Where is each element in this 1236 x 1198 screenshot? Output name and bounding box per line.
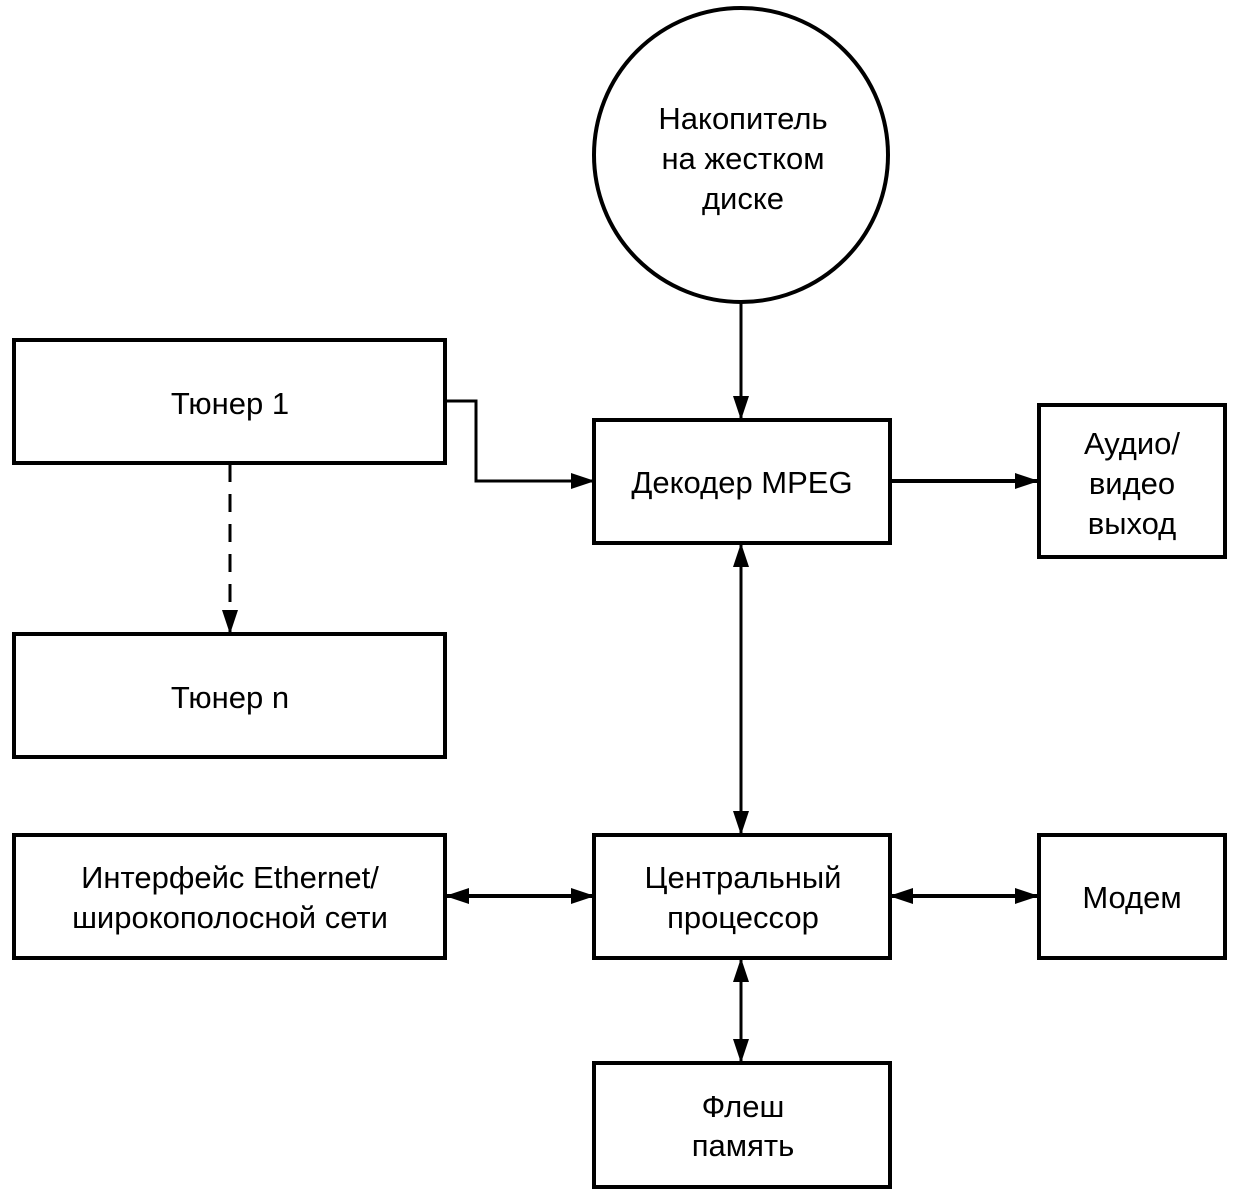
node-cpu-line-1: Центральный (645, 860, 842, 895)
node-tuner1: Тюнер 1 (12, 338, 447, 465)
node-cpu-line-2: процессор (667, 900, 819, 935)
tuner1-box (12, 338, 447, 465)
node-modem-label: Модем (1082, 880, 1181, 915)
node-av-out-line-2: видео (1089, 466, 1175, 501)
node-tunern-label: Тюнер n (171, 680, 289, 715)
node-flash: Флеш память (592, 1061, 892, 1189)
node-hdd: Накопитель на жестком диске (592, 6, 890, 304)
node-ethernet-line-2: широкополосной сети (72, 900, 388, 935)
edge-tuner1-to-decoder (445, 399, 595, 489)
node-tuner1-label: Тюнер 1 (171, 386, 289, 421)
node-hdd-line-3: диске (702, 181, 784, 216)
node-hdd-line-2: на жестком (661, 141, 824, 176)
node-ethernet: Интерфейс Ethernet/ широкополосной сети (12, 833, 447, 960)
flash-box (592, 1061, 892, 1189)
node-cpu: Центральный процессор (592, 833, 892, 960)
node-flash-line-1: Флеш (702, 1089, 785, 1124)
node-av-out: Аудио/ видео выход (1037, 403, 1227, 559)
modem-box (1037, 833, 1227, 960)
cpu-box (592, 833, 892, 960)
node-tunern: Тюнер n (12, 632, 447, 759)
tunern-box (12, 632, 447, 759)
node-hdd-line-1: Накопитель (658, 101, 827, 136)
node-modem: Модем (1037, 833, 1227, 960)
node-decoder: Декодер MPEG (592, 418, 892, 545)
node-flash-line-2: память (692, 1128, 794, 1163)
node-av-out-line-1: Аудио/ (1084, 426, 1180, 461)
edges (222, 302, 1039, 1063)
node-decoder-label: Декодер MPEG (631, 465, 852, 500)
decoder-box (592, 418, 892, 545)
av-out-box (1037, 403, 1227, 559)
ethernet-box (12, 833, 447, 960)
node-ethernet-line-1: Интерфейс Ethernet/ (81, 860, 379, 895)
hdd-circle-shape (592, 6, 890, 304)
node-av-out-line-3: выход (1088, 506, 1177, 541)
